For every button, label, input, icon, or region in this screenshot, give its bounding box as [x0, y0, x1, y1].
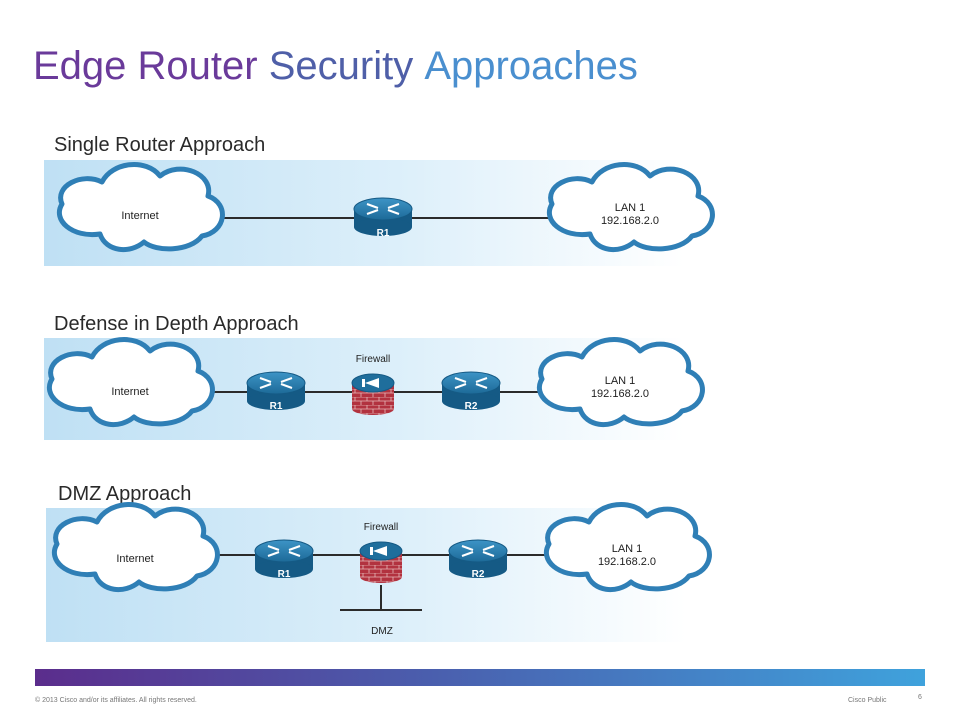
- copyright-text: © 2013 Cisco and/or its affiliates. All …: [35, 697, 197, 704]
- r2-label: R2: [472, 569, 485, 580]
- section-label-defense-in-depth: Defense in Depth Approach: [54, 313, 299, 335]
- dmz-diagram: Internet LAN 1 192.168.2.0 R1 Firewall R…: [46, 505, 709, 642]
- lan-network-label: 192.168.2.0: [591, 388, 649, 400]
- internet-label: Internet: [116, 553, 153, 565]
- section-label-dmz: DMZ Approach: [58, 483, 192, 505]
- lan-network-label: 192.168.2.0: [598, 556, 656, 568]
- footer-bar: [35, 669, 925, 686]
- dmz-label: DMZ: [371, 626, 393, 637]
- internet-label: Internet: [111, 386, 148, 398]
- r1-label: R1: [377, 228, 390, 239]
- single-router-diagram: Internet LAN 1 192.168.2.0 R1: [44, 160, 712, 266]
- defense-in-depth-diagram: Internet LAN 1 192.168.2.0 R1 Firewall R…: [44, 338, 702, 440]
- title-word-1: Edge Router: [33, 44, 258, 88]
- lan-name-label: LAN 1: [612, 543, 643, 555]
- section-label-single-router: Single Router Approach: [54, 134, 266, 156]
- page-number: 6: [918, 694, 922, 701]
- r1-label: R1: [278, 569, 291, 580]
- firewall-icon: [359, 541, 403, 584]
- title-word-2: Security: [268, 44, 414, 88]
- lan-network-label: 192.168.2.0: [601, 215, 659, 227]
- slide-title: Edge Router Security Approaches: [33, 40, 638, 92]
- firewall-icon: [351, 373, 395, 416]
- lan-name-label: LAN 1: [615, 202, 646, 214]
- lan-name-label: LAN 1: [605, 375, 636, 387]
- r2-label: R2: [465, 401, 478, 412]
- firewall-label: Firewall: [356, 354, 390, 365]
- r1-label: R1: [270, 401, 283, 412]
- classification-text: Cisco Public: [848, 697, 887, 704]
- internet-label: Internet: [121, 210, 158, 222]
- title-word-3: Approaches: [424, 44, 638, 88]
- firewall-label: Firewall: [364, 522, 398, 533]
